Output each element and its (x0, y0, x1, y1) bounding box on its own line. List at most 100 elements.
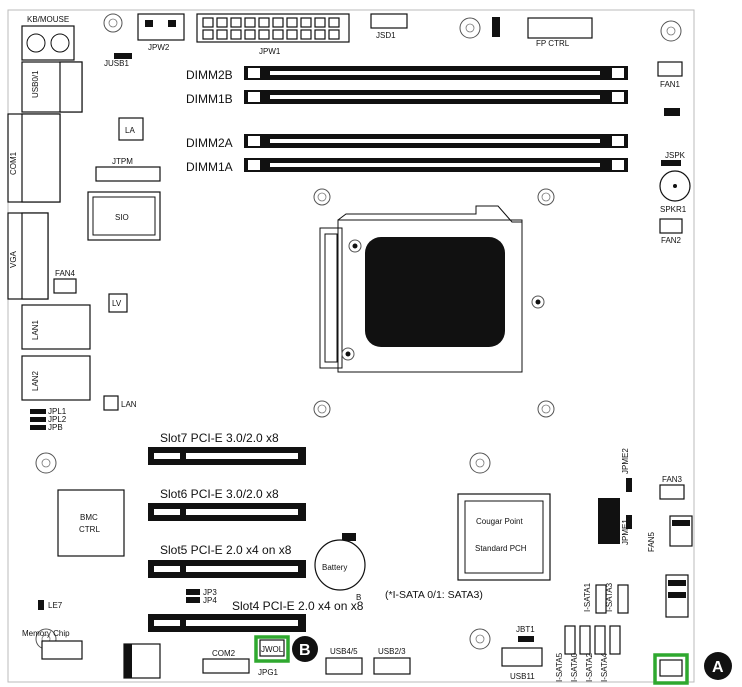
sata-port-label: I-SATA5 (555, 652, 564, 682)
jwol-label: JWOL (261, 645, 284, 654)
slot-label: Slot4 PCI-E 2.0 x4 on x8 (232, 599, 364, 613)
jpw1-pins (202, 17, 340, 40)
jsd1-label: JSD1 (376, 31, 396, 40)
pcie-slots: Slot7 PCI-E 3.0/2.0 x8 Slot6 PCI-E 3.0/2… (148, 431, 364, 632)
memory-chip (41, 640, 83, 660)
sata-port-label: I-SATA0 (570, 652, 579, 682)
fan1-label: FAN1 (660, 80, 681, 89)
sio-label: SIO (115, 213, 129, 222)
lv-chip (108, 293, 128, 313)
usb23-label: USB2/3 (378, 647, 406, 656)
jpme2-label: JPME2 (621, 448, 630, 474)
dimm-label: DIMM2B (186, 68, 233, 82)
kbmouse-label: KB/MOUSE (27, 15, 69, 24)
sata-note: (*I-SATA 0/1: SATA3) (385, 589, 483, 601)
sata-port-label: I-SATA1 (583, 582, 592, 612)
sata-block (598, 498, 620, 544)
cpu-heatspreader (365, 237, 505, 347)
sata-port-label: I-SATA3 (605, 582, 614, 612)
jwol-header (259, 639, 285, 657)
lan2-label: LAN2 (31, 370, 40, 391)
jtpm-label: JTPM (112, 157, 133, 166)
dimm-label: DIMM2A (186, 136, 233, 150)
callout-b-letter: B (299, 642, 311, 659)
battery (314, 539, 366, 591)
jbt1-jumper (518, 636, 534, 642)
jbt1-label: JBT1 (516, 625, 535, 634)
fp-ctrl-label: FP CTRL (536, 39, 570, 48)
fan2-label: FAN2 (661, 236, 682, 245)
battery-label: Battery (322, 563, 347, 572)
fan4-label: FAN4 (55, 269, 76, 278)
jp4-label: JP4 (203, 596, 217, 605)
fan3-header (659, 484, 685, 500)
dimm-slots: DIMM2B DIMM1B DIMM2A DIMM1A (186, 66, 628, 174)
jpw1-label: JPW1 (259, 47, 281, 56)
lan1-port (21, 304, 91, 350)
usb23-header (373, 657, 411, 675)
la-chip (118, 117, 144, 141)
le7-led (38, 600, 44, 610)
la-label: LA (125, 126, 135, 135)
sata-ports: I-SATA1 I-SATA3 I-SATA5 I-SATA0 I-SATA2 … (555, 582, 629, 682)
jpme1-label: JPME1 (621, 519, 630, 545)
callout-a-highlight (653, 653, 689, 685)
lan2-port (21, 355, 91, 401)
callout-a-badge (704, 652, 732, 680)
jsd1-header (370, 13, 408, 29)
com2-label: COM2 (212, 649, 236, 658)
jpw2-label: JPW2 (148, 43, 170, 52)
small-jumper (664, 108, 680, 116)
sata-port-label: I-SATA2 (585, 652, 594, 682)
slot-label: Slot6 PCI-E 3.0/2.0 x8 (160, 487, 279, 501)
fan5-label: FAN5 (647, 531, 656, 552)
dimm-label: DIMM1A (186, 160, 233, 174)
com2-header (202, 658, 250, 674)
com1-label: COM1 (9, 151, 18, 175)
dimm-label: DIMM1B (186, 92, 233, 106)
jpl1-label: JPL1 (48, 407, 67, 416)
jusb1-label: JUSB1 (104, 59, 129, 68)
bmc-chip (57, 489, 125, 557)
jspk-label: JSPK (665, 151, 686, 160)
jpg1-label: JPG1 (258, 668, 279, 677)
jp3-label: JP3 (203, 588, 217, 597)
callout-b-badge (292, 636, 318, 662)
fan3-label: FAN3 (662, 475, 683, 484)
lan1-label: LAN1 (31, 319, 40, 340)
sata-port-label: I-SATA4 (600, 652, 609, 682)
lan-led-label: LAN (121, 400, 137, 409)
battery-short-label: B (356, 593, 361, 602)
pch-chip (457, 493, 551, 581)
slot-label: Slot7 PCI-E 3.0/2.0 x8 (160, 431, 279, 445)
usb11-header (501, 647, 543, 667)
callout-a-target (659, 659, 683, 677)
jpl2-label: JPL2 (48, 415, 67, 424)
bmc-label: CTRL (79, 525, 100, 534)
lv-label: LV (112, 299, 122, 308)
callout-b-highlight (254, 635, 290, 663)
pch-label: Standard PCH (475, 544, 527, 553)
lan-led (103, 395, 119, 411)
jtpm-header (95, 166, 161, 182)
cpu-socket (319, 205, 545, 373)
slot-label: Slot5 PCI-E 2.0 x4 on x8 (160, 543, 292, 557)
usb11-label: USB11 (510, 672, 535, 681)
vga-label: VGA (9, 250, 18, 268)
jpb-label: JPB (48, 423, 63, 432)
callout-a-letter: A (712, 659, 724, 676)
sio-chip (87, 191, 161, 241)
kbmouse-port (21, 25, 75, 61)
le7-label: LE7 (48, 601, 63, 610)
jpw2-connector (137, 13, 185, 41)
jp-small-jumper (492, 17, 500, 37)
fan2-header (659, 218, 683, 234)
bmc-label: BMC (80, 513, 98, 522)
usb45-label: USB4/5 (330, 647, 358, 656)
fp-ctrl-header (527, 17, 593, 39)
memory-chip-label: Memory Chip (22, 629, 70, 638)
fan4-header (53, 278, 77, 294)
usb01-label: USB0/1 (31, 70, 40, 98)
jusb1-header (114, 53, 132, 59)
